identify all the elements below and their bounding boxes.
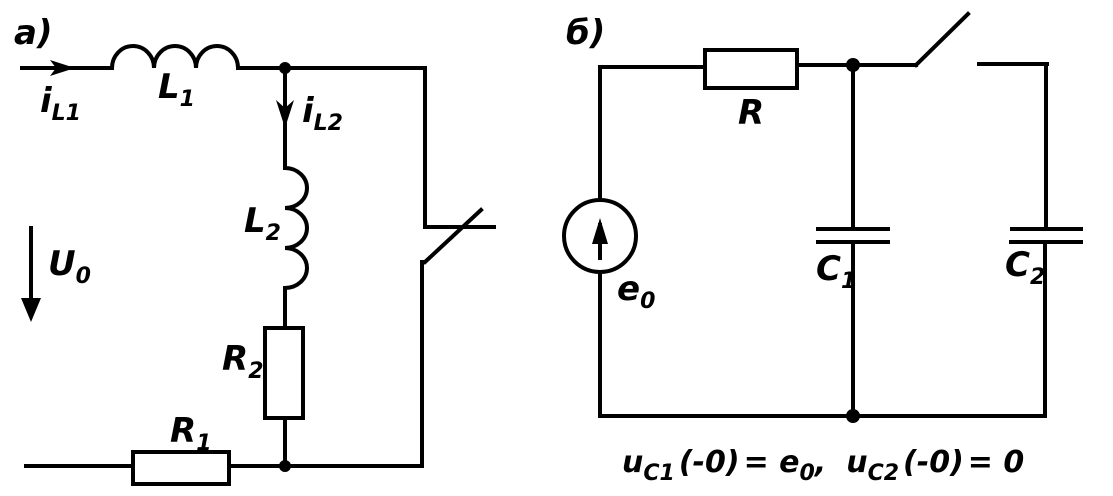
label-r1: R1: [170, 411, 212, 456]
inductor-l2: [282, 165, 309, 291]
label-e0: e0: [617, 269, 655, 314]
label-l1: L1: [158, 67, 195, 112]
source-arrow-icon: [592, 218, 608, 244]
label-c1: C1: [816, 249, 856, 294]
current-arrow-il1-icon: [50, 60, 75, 76]
switch-s2[interactable]: [913, 11, 971, 68]
label-r: R: [738, 93, 764, 133]
label-u0: U0: [48, 244, 91, 289]
resistor-r: [703, 48, 799, 90]
label-il1: iL1: [40, 81, 81, 126]
circuit-b: б) e0 R C1 C2 uC1(-0)= e0,: [562, 11, 1083, 486]
initial-conditions: uC1(-0)= e0,uC2(-0)= 0: [622, 445, 1024, 486]
uc1-label: u: [622, 445, 643, 480]
panel-label-a: a): [14, 13, 52, 53]
junction-bottom-b: [846, 409, 860, 423]
voltage-arrow-u0-icon: [21, 298, 41, 322]
uc2-label: u: [846, 445, 867, 480]
resistor-r2: [263, 326, 305, 420]
switch-s1[interactable]: [422, 207, 484, 265]
label-l2: L2: [244, 201, 281, 246]
circuit-a: a) iL1 L1 iL2 L2 R2 U0 R1: [14, 13, 496, 486]
panel-label-b: б): [566, 13, 605, 53]
label-r2: R2: [222, 339, 264, 384]
label-c2: C2: [1005, 245, 1045, 290]
label-il2: iL2: [302, 91, 343, 136]
current-arrow-il2-icon: [276, 100, 294, 128]
junction-bottom-a: [279, 460, 291, 472]
inductor-l1: [109, 44, 241, 71]
resistor-r1: [131, 450, 231, 486]
